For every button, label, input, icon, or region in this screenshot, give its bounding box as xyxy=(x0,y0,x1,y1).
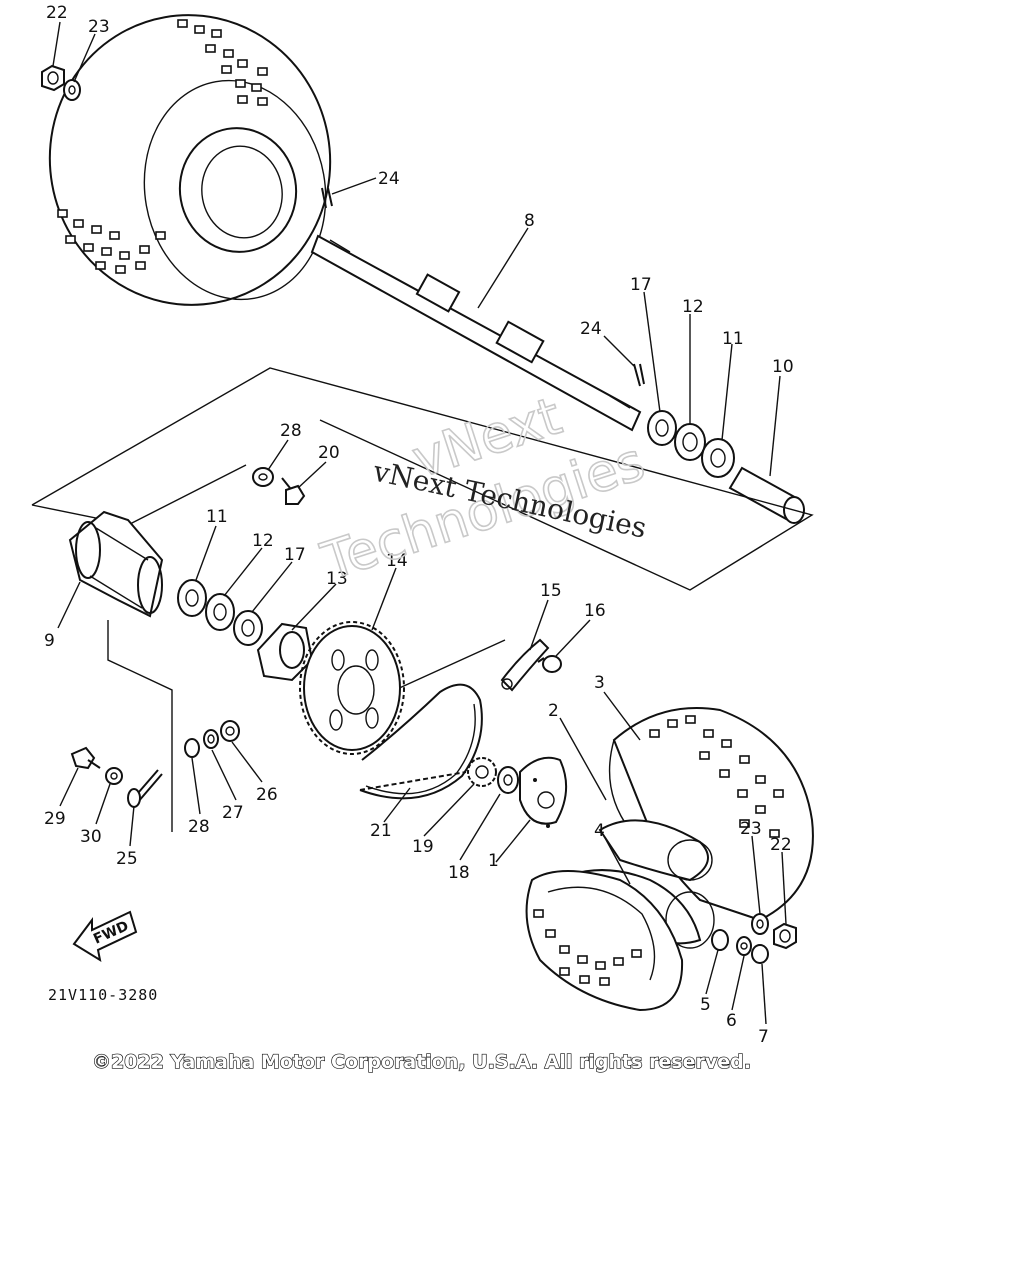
callout: 11 xyxy=(722,329,744,349)
oil-seal-17-left xyxy=(233,610,263,646)
callout: 26 xyxy=(256,785,278,805)
chain-guide-15 xyxy=(500,638,550,692)
callout: 30 xyxy=(80,827,102,847)
bearing-12-left xyxy=(205,593,235,631)
axle-housing-9 xyxy=(68,510,164,618)
bolt-16 xyxy=(537,655,562,673)
nut-18 xyxy=(497,766,519,794)
bolt-29 xyxy=(70,746,101,770)
callout: 23 xyxy=(740,819,762,839)
wheel-hub-1 xyxy=(519,756,568,828)
washer-23-bottom xyxy=(751,913,769,935)
callout: 28 xyxy=(280,421,302,441)
tread-blocks-bottom-right xyxy=(533,909,642,986)
callout: 8 xyxy=(524,211,535,231)
rear-axle-8 xyxy=(310,234,642,432)
callout: 28 xyxy=(188,817,210,837)
washer-23-top xyxy=(63,79,81,101)
callout: 6 xyxy=(726,1011,737,1031)
callout: 4 xyxy=(594,821,605,841)
left-rear-tire xyxy=(48,14,332,306)
nut-7 xyxy=(751,944,769,964)
bolt-20 xyxy=(281,477,306,505)
callout: 7 xyxy=(758,1027,769,1047)
callout: 23 xyxy=(88,17,110,37)
washer-6 xyxy=(736,936,752,956)
drawing-code: 21V110-3280 xyxy=(48,986,158,1004)
callout: 5 xyxy=(700,995,711,1015)
tread-blocks-top xyxy=(177,19,268,106)
washer-27 xyxy=(203,729,219,749)
callout: 16 xyxy=(584,601,606,621)
callout: 24 xyxy=(580,319,602,339)
drive-sprocket-19 xyxy=(467,757,497,787)
assembly-guide-lines xyxy=(31,367,814,832)
callout: 1 xyxy=(488,851,499,871)
cotter-pin-24-b xyxy=(633,363,645,387)
cotter-pin-24-a xyxy=(321,187,333,209)
washer-30 xyxy=(105,767,123,785)
callout: 3 xyxy=(594,673,605,693)
copyright-notice: ©2022 Yamaha Motor Corporation, U.S.A. A… xyxy=(92,1051,751,1073)
callout: 2 xyxy=(548,701,559,721)
callout: 18 xyxy=(448,863,470,883)
leader-lines xyxy=(52,21,787,1025)
callout: 22 xyxy=(46,3,68,23)
tread-blocks-right xyxy=(649,715,784,838)
callout: 22 xyxy=(770,835,792,855)
callout: 24 xyxy=(378,169,400,189)
fwd-arrow-icon: FWD xyxy=(72,910,138,963)
wheel-rim-half-2 xyxy=(598,819,713,882)
callout: 17 xyxy=(630,275,652,295)
nut-22-top xyxy=(41,64,65,92)
callout: 20 xyxy=(318,443,340,463)
callout: 12 xyxy=(682,297,704,317)
bearing-11-left xyxy=(177,579,207,617)
watermark: vNext Technologies vNext Technologies xyxy=(314,386,653,594)
oil-seal-17-right xyxy=(647,410,677,446)
callout: 10 xyxy=(772,357,794,377)
callout: 14 xyxy=(386,551,408,571)
washer-5 xyxy=(711,929,729,951)
driven-sprocket-14 xyxy=(299,621,405,755)
callout: 27 xyxy=(222,803,244,823)
tread-blocks-bottom xyxy=(57,209,166,274)
callout: 15 xyxy=(540,581,562,601)
left-half-tire-bottom xyxy=(525,870,684,1012)
sprocket-hub-13 xyxy=(256,622,314,682)
callout: 9 xyxy=(44,631,55,651)
bearing-12-right xyxy=(674,423,706,461)
callout: 21 xyxy=(370,821,392,841)
callout: 11 xyxy=(206,507,228,527)
callout: 25 xyxy=(116,849,138,869)
nut-26 xyxy=(220,720,240,742)
drive-chain-21 xyxy=(359,683,483,800)
callout: 19 xyxy=(412,837,434,857)
nut-22-bottom xyxy=(773,922,797,950)
nut-28-top xyxy=(252,467,274,487)
right-rear-tire-3 xyxy=(608,707,814,922)
washer-28-bottom xyxy=(184,738,200,758)
callout: 29 xyxy=(44,809,66,829)
adjuster-bolt-25 xyxy=(127,769,163,808)
callout-labels: 22 23 24 8 17 12 11 24 10 28 20 11 12 17… xyxy=(44,3,794,1047)
callout: 12 xyxy=(252,531,274,551)
bearing-11-right xyxy=(701,438,735,478)
callout: 17 xyxy=(284,545,306,565)
callout: 13 xyxy=(326,569,348,589)
